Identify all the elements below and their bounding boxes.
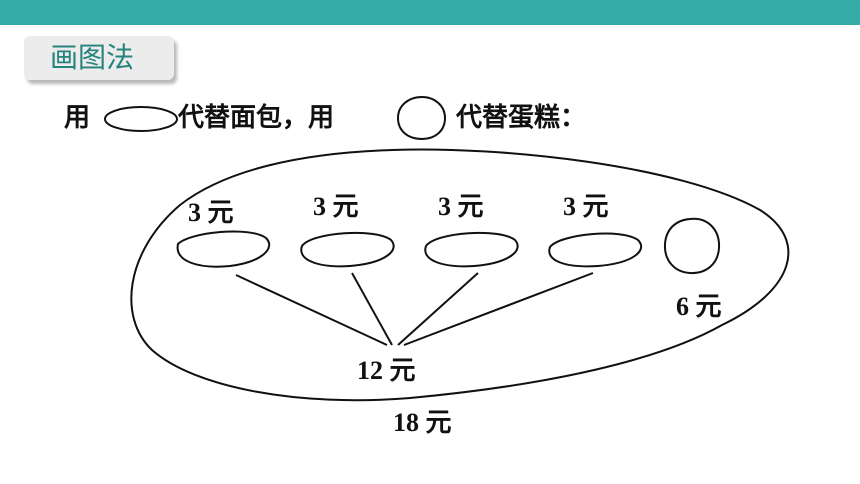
cake-price: 6 元: [676, 292, 722, 321]
bread-total: 12 元: [357, 356, 416, 385]
instruction-text-3: 代替蛋糕：: [456, 103, 587, 133]
outer-oval: [130, 148, 790, 402]
connector-line-1: [235, 274, 388, 346]
circle-icon: [396, 95, 447, 141]
cake-circle: [663, 217, 721, 275]
bread-price-1: 3 元: [188, 198, 234, 227]
bread-price-2: 3 元: [313, 192, 359, 221]
connector-line-2: [351, 272, 393, 346]
method-tag: [24, 36, 174, 80]
bread-price-4: 3 元: [563, 192, 609, 221]
grand-total: 18 元: [393, 408, 452, 437]
instruction-text-2: 代替面包，用: [178, 103, 335, 133]
bread-oval-3: [424, 231, 519, 268]
bread-oval-2: [300, 231, 395, 268]
method-label: 画图法: [50, 41, 135, 74]
header-bar: [0, 0, 860, 25]
instruction-text-1: 用: [64, 103, 91, 133]
oval-icon: [104, 106, 178, 132]
bread-oval-1: [176, 230, 271, 268]
bread-oval-4: [548, 232, 643, 268]
connector-line-3: [397, 272, 479, 346]
bread-price-3: 3 元: [438, 192, 484, 221]
connector-line-4: [403, 272, 594, 346]
